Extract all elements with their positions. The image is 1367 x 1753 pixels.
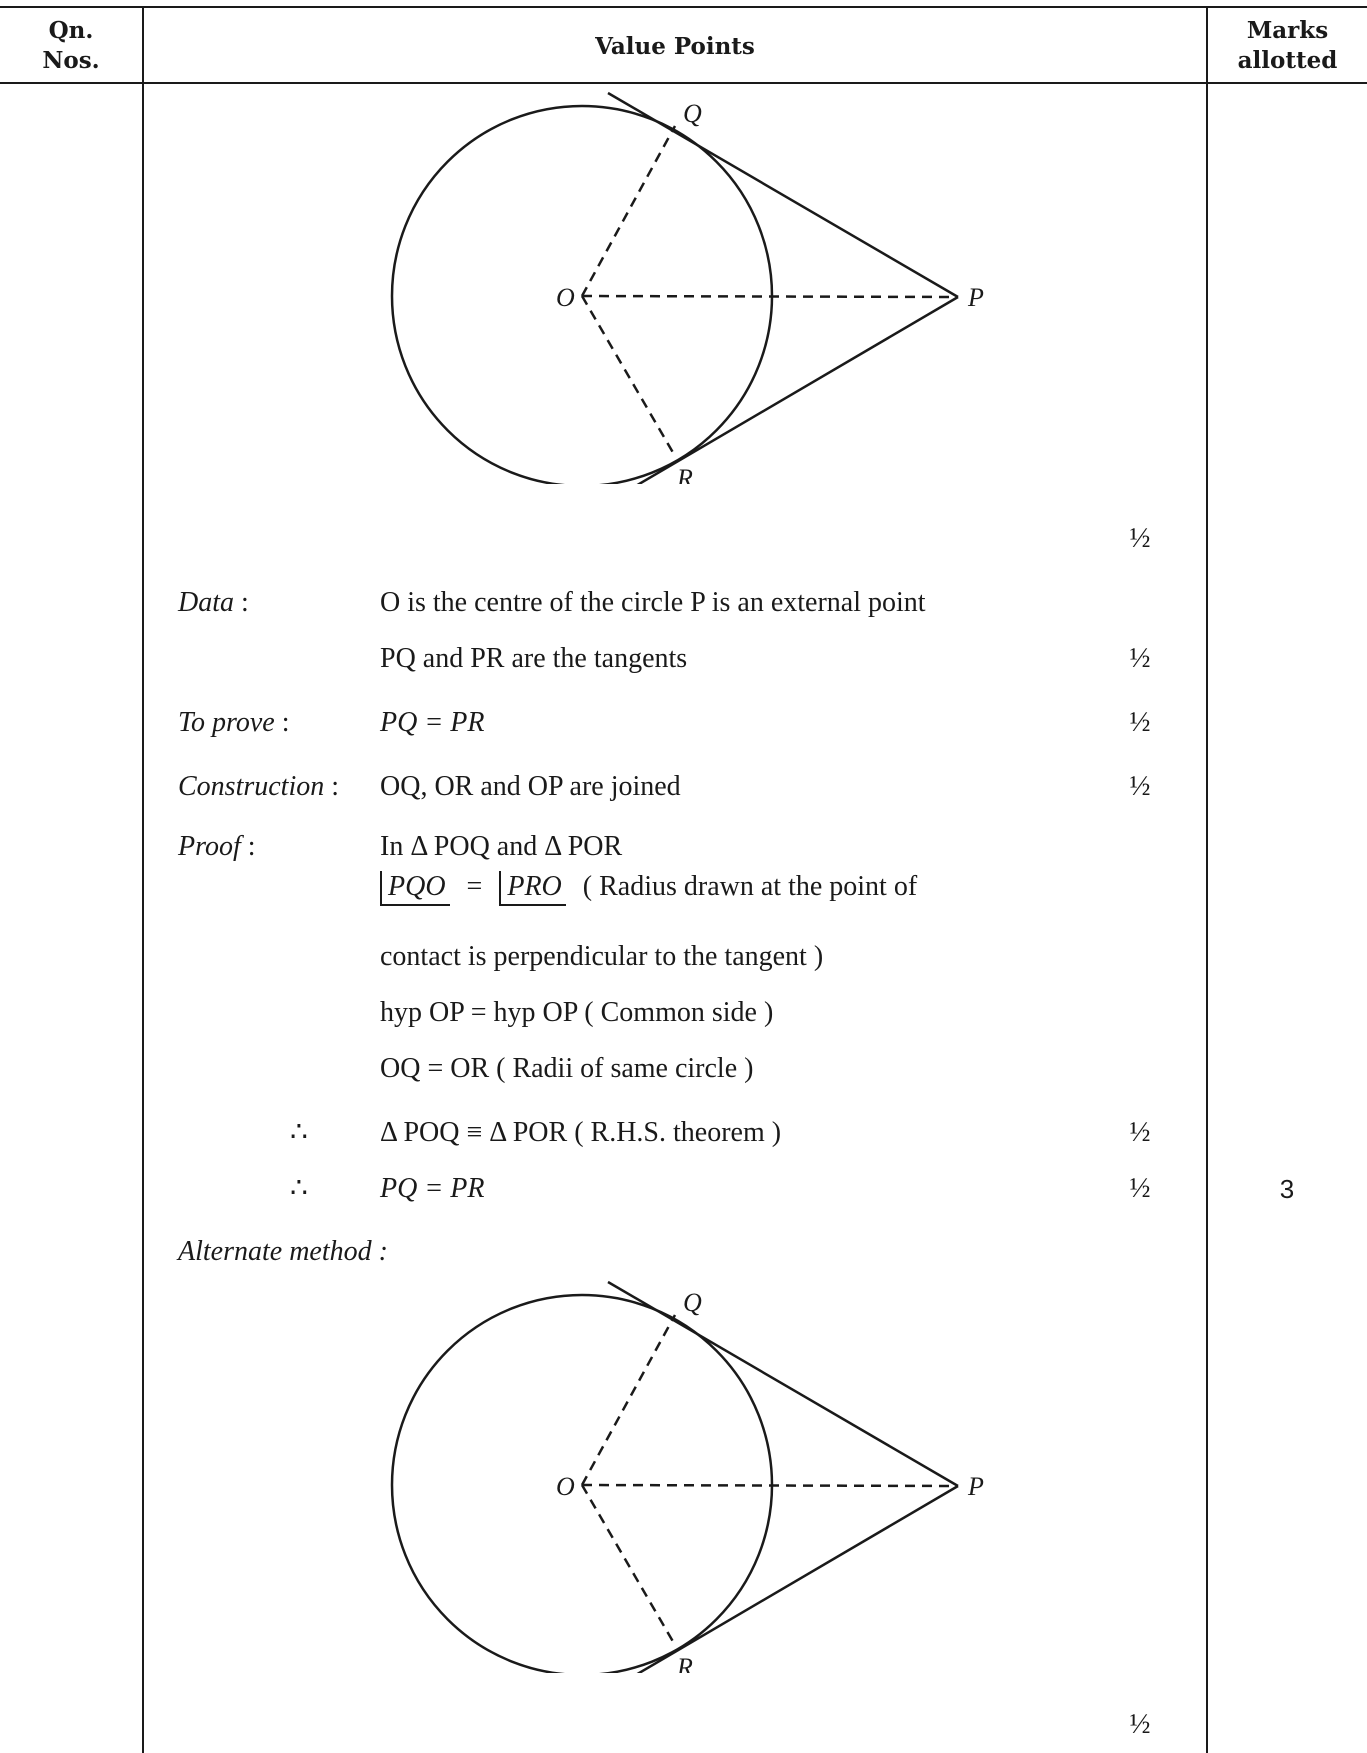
proof-equals: = [466,871,483,902]
conclusion-statement: PQ = PR [380,1173,485,1204]
segment-oq [580,125,677,297]
segment-or [580,1484,677,1646]
column-divider-1 [142,6,144,1753]
label-r: R [676,464,693,484]
proof-line-1: In Δ POQ and Δ POR [380,831,623,862]
tangent-pq [607,1280,959,1488]
angle-pqo: PQO [380,871,450,906]
label-p: P [967,283,984,312]
data-line-2: PQ and PR are the tangents [380,643,688,674]
tangent-pr [636,295,959,484]
prove-label: To prove : [178,707,290,738]
data-label: Data : [178,587,249,618]
therefore-symbol-1: ∴ [290,1117,308,1148]
proof-line-5: OQ = OR ( Radii of same circle ) [380,1053,754,1084]
header-marks-allotted: Marks allotted [1237,17,1338,74]
congruence-mark: ½ [1129,1117,1151,1148]
segment-op [581,294,959,299]
proof-line-2: PQO = PRO ( Radius drawn at the point of [380,870,918,906]
proof-label: Proof : [178,831,256,862]
label-o: O [556,283,575,312]
construction-text: OQ, OR and OP are joined [380,771,681,802]
congruence-statement: Δ POQ ≡ Δ POR ( R.H.S. theorem ) [380,1117,782,1148]
construction-mark: ½ [1129,771,1151,802]
prove-text: PQ = PR [380,707,485,738]
therefore-symbol-2: ∴ [290,1173,308,1204]
label-q: Q [683,1288,702,1317]
angle-pro: PRO [499,871,566,906]
table-header-rule [0,82,1367,84]
data-mark: ½ [1129,643,1151,674]
column-divider-2 [1206,6,1208,1753]
data-line-1: O is the centre of the circle P is an ex… [380,587,926,618]
header-value-points: Value Points [595,33,755,60]
construction-label: Construction : [178,771,340,802]
tangent-figure-alternate: O P Q R [390,1280,984,1673]
label-o: O [556,1472,575,1501]
label-q: Q [683,99,702,128]
table-top-rule [0,6,1367,8]
alternate-figure-mark: ½ [1129,1709,1151,1740]
tangent-pq [607,91,959,299]
segment-oq [580,1314,677,1486]
total-marks: 3 [1279,1174,1295,1204]
tangent-pr [636,1484,959,1673]
proof-line-4: hyp OP = hyp OP ( Common side ) [380,997,774,1028]
alternate-method-label: Alternate method : [178,1236,388,1267]
figure-mark: ½ [1129,523,1151,554]
proof-reason-1: ( Radius drawn at the point of [582,871,918,902]
label-p: P [967,1472,984,1501]
header-qn-nos: Qn. Nos. [42,17,100,74]
label-r: R [676,1653,693,1673]
prove-mark: ½ [1129,707,1151,738]
tangent-figure: O P Q R [390,91,984,484]
conclusion-mark: ½ [1129,1173,1151,1204]
segment-or [580,295,677,457]
segment-op [581,1483,959,1488]
proof-line-3: contact is perpendicular to the tangent … [380,941,824,972]
